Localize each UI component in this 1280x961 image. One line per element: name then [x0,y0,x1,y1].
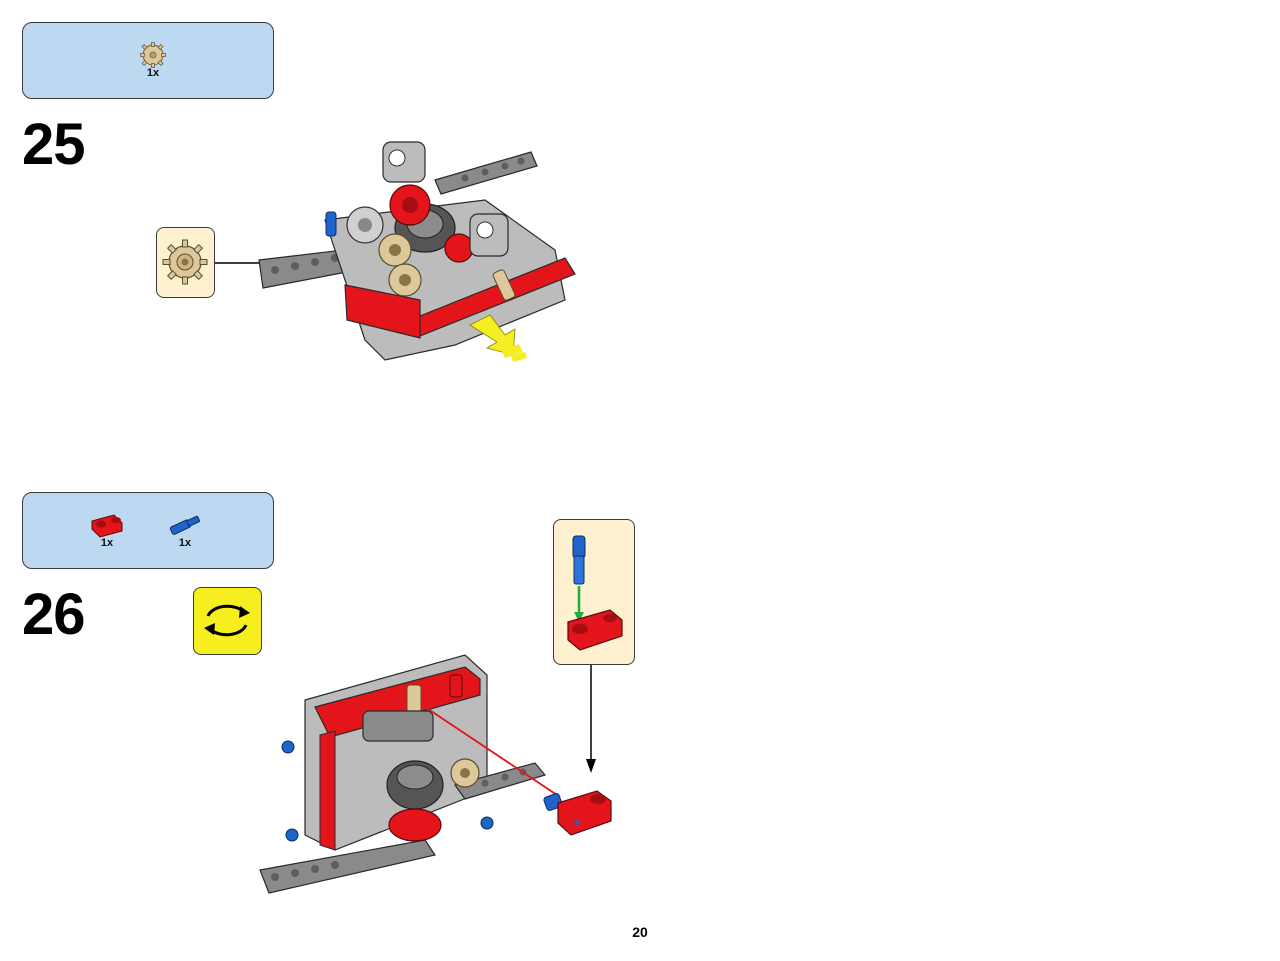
red-gear [444,233,474,263]
part-qty: 1x [178,537,192,549]
red-cross-block-icon [567,609,623,651]
gray-beam [259,839,436,894]
parts-list-step-25: 1x [22,22,274,99]
pointer-arrowhead [586,759,596,773]
rotate-model-hint [193,587,262,655]
tan-axle [492,269,516,301]
tan-gear-icon [140,42,166,68]
part-entry: 1x [87,511,127,549]
red-pin [449,674,463,698]
model-illustration-step-26: + [259,654,612,894]
part-entry: 1x [165,511,205,549]
new-sub-assembly: + [543,790,612,836]
placement-guide-line [424,706,561,798]
red-frame [344,284,421,339]
gray-beam [434,151,538,195]
step-number: 26 [22,582,86,647]
part-entry: 1x [133,41,173,79]
parts-list-step-26: 1x 1x [22,492,274,569]
sub-assembly-callout [553,519,635,665]
model-illustration-step-25 [215,141,576,362]
rotate-model-icon [204,604,250,637]
green-arrowhead [574,612,584,622]
part-qty: 1x [100,537,114,549]
blue-axle-pin-icon [169,515,201,535]
red-gear [388,808,442,842]
blue-pin [281,740,295,754]
blue-pin [480,816,494,830]
blue-axle-pin-icon [572,535,586,585]
svg-text:+: + [573,814,581,830]
blue-pin [325,211,337,237]
red-frame [314,666,481,738]
step-number: 25 [22,112,86,177]
tan-gear-icon [162,239,208,285]
page-number: 20 [632,924,648,940]
sub-assembly-callout [156,227,215,298]
insertion-arrow [469,314,527,362]
sub-assembly-illustration [567,535,623,651]
gray-connector [362,710,434,742]
red-cross-block-icon [91,514,123,538]
part-qty: 1x [146,67,160,79]
blue-pin [285,828,299,842]
